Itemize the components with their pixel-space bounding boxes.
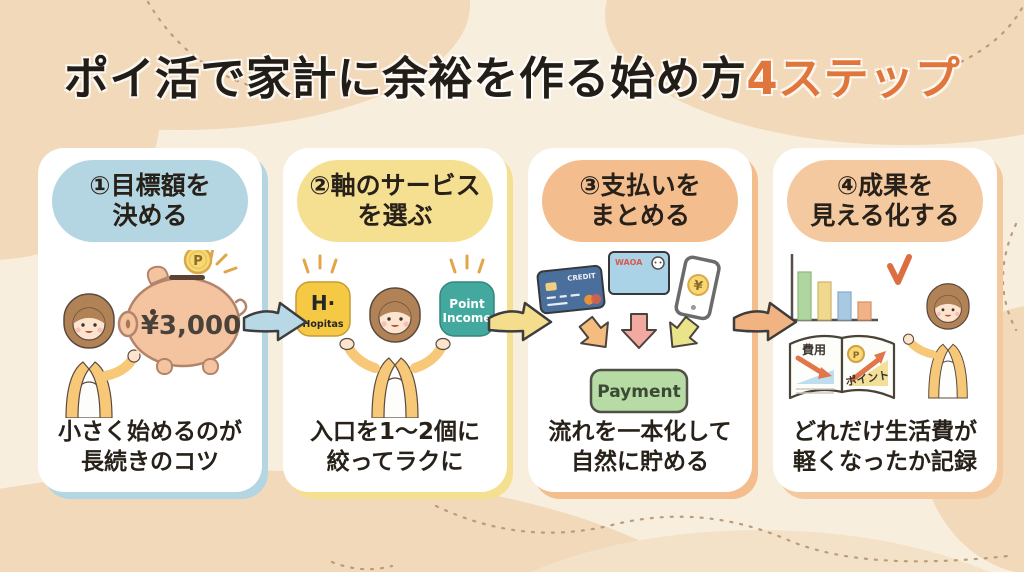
- phone-yen-label: ¥: [692, 278, 704, 295]
- title-highlight: 4ステップ: [746, 52, 961, 105]
- step-arrow-icon: [487, 301, 553, 342]
- title-main: ポイ活で家計に余裕を作る始め方: [63, 52, 747, 105]
- step-4-caption: どれだけ生活費が 軽くなったか記録: [793, 418, 977, 476]
- step-card-2: ②軸のサービス を選ぶ H· Hopitas Point Income: [283, 148, 507, 492]
- step-2-header: ②軸のサービス を選ぶ: [297, 160, 493, 242]
- step-3-header: ③支払いを まとめる: [542, 160, 738, 242]
- sparkle-icon: [302, 254, 338, 274]
- book-point-label: ポイント: [845, 368, 891, 389]
- step-arrow-icon: [242, 301, 308, 342]
- hopitas-name: Hopitas: [302, 319, 343, 330]
- credit-card-icon: CREDIT: [536, 264, 606, 315]
- step-1-caption: 小さく始めるのが 長続きのコツ: [58, 418, 242, 476]
- flow-arrow-icon: [621, 313, 657, 349]
- step-3-caption: 流れを一本化して 自然に貯める: [548, 418, 732, 476]
- point-income-line1: Point: [449, 297, 485, 311]
- check-icon: [887, 254, 912, 285]
- smartphone-icon: ¥: [674, 255, 721, 321]
- bar-chart-icon: [790, 254, 878, 322]
- coin-label: P: [193, 254, 203, 269]
- prepaid-card-label: WAOA: [615, 258, 643, 267]
- woman-illustration: [902, 283, 970, 399]
- point-income-badge: Point Income: [439, 281, 495, 337]
- coin-icon: P: [183, 250, 213, 275]
- piggy-amount-label: ¥3,000: [141, 311, 241, 341]
- flow-arrow-icon: [669, 315, 700, 349]
- woman-illustration: [339, 287, 451, 418]
- step-1-illustration: ¥3,000 P: [63, 250, 248, 418]
- notebook-icon: 費用 P ポイント: [788, 334, 896, 400]
- page-title: ポイ活で家計に余裕を作る始め方4ステップ: [0, 42, 1024, 107]
- step-card-3: ③支払いを まとめる CREDIT WAOA ¥: [528, 148, 752, 492]
- step-4-illustration: 費用 P ポイント: [788, 254, 970, 400]
- step-card-4: ④成果を 見える化する: [773, 148, 997, 492]
- step-2-caption: 入口を1〜2個に 絞ってラクに: [309, 418, 480, 476]
- sparkle-icon: [209, 250, 238, 274]
- step-card-1: ①目標額を 決める: [38, 148, 262, 492]
- point-income-line2: Income: [442, 311, 491, 325]
- step-3-illustration: CREDIT WAOA ¥: [536, 251, 721, 414]
- step-2-illustration: H· Hopitas Point Income: [295, 254, 495, 418]
- step-arrow-icon: [732, 301, 798, 342]
- book-coin-label: P: [853, 351, 860, 361]
- payment-box: Payment: [589, 368, 689, 414]
- sparkle-icon: [449, 254, 485, 274]
- step-1-header: ①目標額を 決める: [52, 160, 248, 242]
- flow-arrow-icon: [578, 315, 609, 349]
- hopitas-badge: H· Hopitas: [295, 281, 351, 337]
- book-expense-label: 費用: [802, 342, 826, 357]
- hopitas-logo: H·: [311, 291, 335, 315]
- payment-label: Payment: [597, 382, 681, 402]
- step-4-header: ④成果を 見える化する: [787, 160, 983, 242]
- prepaid-card-icon: WAOA: [608, 251, 670, 295]
- background-dashed-lines: [146, 0, 1024, 571]
- credit-card-label: CREDIT: [567, 272, 596, 283]
- piggy-bank-icon: ¥3,000: [117, 265, 248, 375]
